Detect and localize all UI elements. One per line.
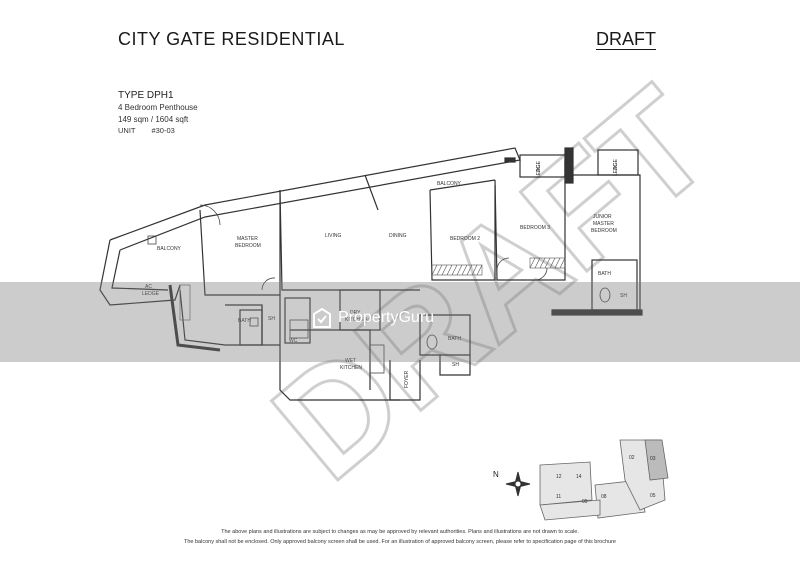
keyplan-block-09: 09 xyxy=(582,499,588,505)
label-master-bedroom-1: MASTER xyxy=(237,236,258,242)
label-master-bedroom-2: BEDROOM xyxy=(235,243,261,249)
label-bath2: BATH xyxy=(238,318,251,324)
unit-type: TYPE DPH1 xyxy=(118,90,174,101)
unit-value: #30-03 xyxy=(151,126,175,135)
disclaimer-line-1: The above plans and illustrations are su… xyxy=(221,529,579,535)
north-label: N xyxy=(493,470,499,479)
label-junior-3: BEDROOM xyxy=(591,228,617,234)
unit-area: 149 sqm / 1604 sqft xyxy=(118,115,189,124)
keyplan-block-12: 12 xyxy=(556,474,562,480)
label-balcony-top: BALCONY xyxy=(437,181,462,187)
keyplan-block-02: 02 xyxy=(629,455,635,461)
watermark-band xyxy=(0,282,800,362)
keyplan-block-14: 14 xyxy=(576,474,582,480)
label-bath3: BATH xyxy=(448,336,461,342)
keyplan-block-08: 08 xyxy=(601,494,607,500)
label-junior-1: JUNIOR xyxy=(593,214,612,220)
unit-label: UNIT xyxy=(118,126,136,135)
label-ac-ledge-left-1: AC xyxy=(145,284,152,290)
key-plan xyxy=(539,439,669,521)
disclaimer-line-2: The balcony shall not be enclosed. Only … xyxy=(183,539,616,545)
unit-number-row: UNIT #30-03 xyxy=(118,126,175,135)
label-living: LIVING xyxy=(325,233,342,239)
label-balcony-left: BALCONY xyxy=(157,246,182,252)
label-sh3: SH xyxy=(452,362,459,368)
room-labels: BALCONY AC LEDGE MASTER BEDROOM LIVING D… xyxy=(142,158,627,388)
page-title: CITY GATE RESIDENTIAL xyxy=(118,29,345,49)
keyplan-block-11: 11 xyxy=(556,494,561,500)
label-sh2: SH xyxy=(268,316,275,322)
label-ac-ledge-left-2: LEDGE xyxy=(142,291,160,297)
label-junior-2: MASTER xyxy=(593,221,614,227)
propertyguru-text: PropertyGuru xyxy=(338,309,435,326)
label-dining: DINING xyxy=(389,233,407,239)
label-foyer: FOYER xyxy=(404,370,410,388)
label-dry-kitchen-2: KITCHEN xyxy=(345,317,367,323)
fixtures xyxy=(147,204,611,374)
label-ac-ledge-top1-2: LEDGE xyxy=(536,160,542,178)
keyplan-block-05: 05 xyxy=(650,493,656,499)
label-ac-ledge-top2-1: AC xyxy=(613,163,619,170)
label-wet-kitchen-1: WET xyxy=(345,358,356,364)
label-bedroom3: BEDROOM 3 xyxy=(520,225,550,231)
label-wc: WC xyxy=(289,338,298,344)
keyplan-block-03: 03 xyxy=(650,456,656,462)
label-bedroom2: BEDROOM 2 xyxy=(450,236,480,242)
compass-icon xyxy=(505,471,531,497)
draft-label: DRAFT xyxy=(596,29,656,50)
wardrobes xyxy=(179,257,566,321)
label-dry-kitchen-1: DRY xyxy=(350,310,361,316)
label-bath1: BATH xyxy=(598,271,611,277)
label-wet-kitchen-2: KITCHEN xyxy=(340,365,362,371)
label-ac-ledge-top2-2: LEDGE xyxy=(613,158,619,176)
key-plan-labels: 12 14 11 09 08 02 03 05 xyxy=(556,455,656,505)
label-sh1: SH xyxy=(620,293,627,299)
propertyguru-watermark: PropertyGuru xyxy=(312,308,434,328)
walls xyxy=(99,147,643,401)
label-ac-ledge-top1-1: AC xyxy=(536,165,542,172)
unit-description: 4 Bedroom Penthouse xyxy=(118,103,198,112)
propertyguru-logo-icon xyxy=(313,308,331,328)
